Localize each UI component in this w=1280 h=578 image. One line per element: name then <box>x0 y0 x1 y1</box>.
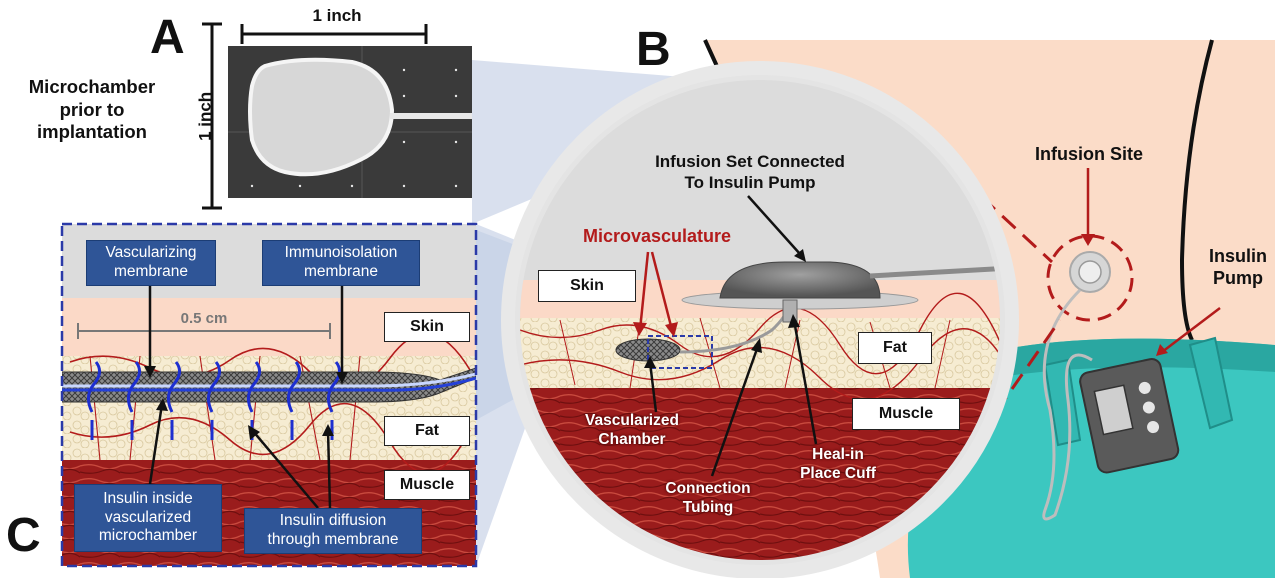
microchamber-caption-line: prior to <box>59 98 125 120</box>
heal-in-cuff-label-line: Place Cuff <box>800 464 876 482</box>
insulin-diffusion-box: Insulin diffusion through membrane <box>244 508 422 554</box>
connection-tubing-label-line: Connection <box>665 480 751 497</box>
immunoisolation-membrane-box: Immunoisolation membrane <box>262 240 420 286</box>
microchamber-caption: Microchamber prior to implantation <box>6 76 178 144</box>
infusion-set-label-line: To Insulin Pump <box>684 172 816 192</box>
dimension-horizontal-label: 1 inch <box>312 6 362 25</box>
vascularized-chamber-label: Vascularized Chamber <box>572 412 692 449</box>
fat-box-c: Fat <box>384 416 470 446</box>
skin-box-b: Skin <box>538 270 636 302</box>
infusion-set-label-line: Infusion Set Connected <box>655 152 845 171</box>
immunoisolation-membrane-line: membrane <box>303 263 379 280</box>
panel-b-letter: B <box>636 23 671 76</box>
infusion-set-label: Infusion Set Connected To Insulin Pump <box>620 152 880 193</box>
panel-c-letter: C <box>6 509 41 562</box>
insulin-pump-label-line: Pump <box>1212 267 1263 288</box>
vascularized-chamber-label-line: Vascularized <box>585 412 679 429</box>
insulin-diffusion-line: through membrane <box>267 531 399 548</box>
insulin-inside-box: Insulin inside vascularized microchamber <box>74 484 222 552</box>
insulin-inside-line: microchamber <box>98 527 198 545</box>
fat-box-b: Fat <box>858 332 932 364</box>
vascularizing-membrane-line: membrane <box>113 263 189 280</box>
muscle-box-c: Muscle <box>384 470 470 500</box>
insulin-pump-label-line: Insulin <box>1209 246 1267 266</box>
heal-in-cuff-label: Heal-in Place Cuff <box>776 446 900 483</box>
insulin-inside-line: Insulin inside <box>103 490 193 508</box>
immunoisolation-membrane-line: Immunoisolation <box>284 244 398 262</box>
connection-tubing-label: Connection Tubing <box>646 480 770 517</box>
vascularized-chamber-label-line: Chamber <box>598 430 666 448</box>
panel-a-letter: A <box>150 11 185 64</box>
vascularizing-membrane-box: Vascularizing membrane <box>86 240 216 286</box>
muscle-box-b: Muscle <box>852 398 960 430</box>
skin-box-c: Skin <box>384 312 470 342</box>
insulin-inside-line: vascularized <box>104 508 192 526</box>
infusion-site-label: Infusion Site <box>1035 144 1143 164</box>
insulin-diffusion-line: Insulin diffusion <box>279 512 387 530</box>
heal-in-cuff-label-line: Heal-in <box>812 446 864 463</box>
insulin-pump-label: Insulin Pump <box>1196 246 1280 290</box>
scale-label: 0.5 cm <box>180 310 228 327</box>
microvasculature-label: Microvasculature <box>582 226 732 246</box>
microchamber-caption-line: implantation <box>37 121 147 143</box>
vascularizing-membrane-line: Vascularizing <box>105 244 197 262</box>
dimension-vertical-label: 1 inch <box>195 91 215 141</box>
microchamber-caption-line: Microchamber <box>28 76 156 97</box>
connection-tubing-label-line: Tubing <box>682 498 734 516</box>
